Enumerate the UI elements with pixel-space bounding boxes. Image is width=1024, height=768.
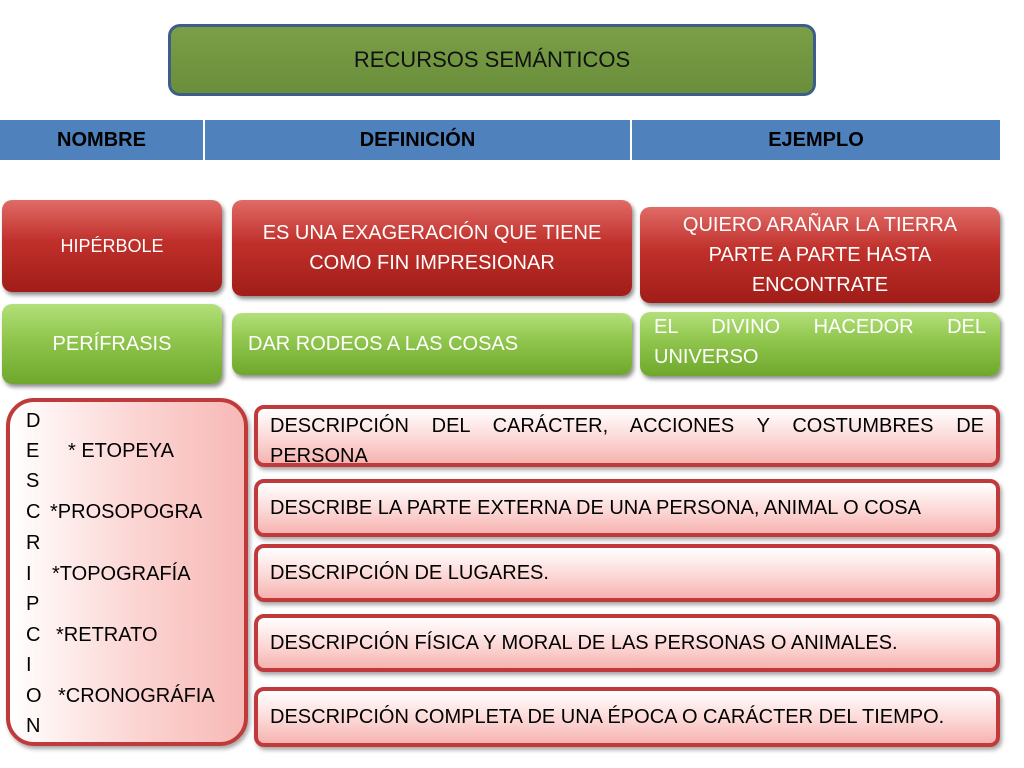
description-prosopografia-box: DESCRIBE LA PARTE EXTERNA DE UNA PERSONA… — [254, 479, 1000, 537]
item-etopeya: * ETOPEYA — [68, 440, 174, 462]
description-prosopografia: DESCRIBE LA PARTE EXTERNA DE UNA PERSONA… — [270, 496, 921, 519]
header-nombre: NOMBRE — [0, 120, 205, 160]
page-title: RECURSOS SEMÁNTICOS — [168, 24, 816, 96]
hiperbole-example: QUIERO ARAÑAR LA TIERRA PARTE A PARTE HA… — [682, 214, 958, 296]
perifrasis-example: EL DIVINO HACEDOR DEL UNIVERSO — [654, 316, 986, 368]
descripcion-letter: C — [26, 624, 41, 646]
descripcion-letter: I — [26, 563, 32, 585]
hiperbole-definition-box: ES UNA EXAGERACIÓN QUE TIENE COMO FIN IM… — [232, 200, 632, 296]
description-etopeya-box: DESCRIPCIÓN DEL CARÁCTER, ACCIONES Y COS… — [254, 405, 1000, 467]
item-prosopografia: *PROSOPOGRA — [50, 501, 203, 523]
descripcion-letter: E — [26, 440, 40, 462]
description-topografia-box: DESCRIPCIÓN DE LUGARES. — [254, 544, 1000, 602]
description-retrato: DESCRIPCIÓN FÍSICA Y MORAL DE LAS PERSON… — [270, 631, 898, 654]
descripcion-letter: D — [26, 410, 41, 432]
description-cronografia-box: DESCRIPCIÓN COMPLETA DE UNA ÉPOCA O CARÁ… — [254, 687, 1000, 747]
description-cronografia: DESCRIPCIÓN COMPLETA DE UNA ÉPOCA O CARÁ… — [270, 705, 945, 728]
perifrasis-name: PERÍFRASIS — [52, 332, 172, 355]
descripcion-letter: P — [26, 593, 40, 615]
hiperbole-example-box: QUIERO ARAÑAR LA TIERRA PARTE A PARTE HA… — [640, 207, 1000, 303]
descripcion-letter: C — [26, 501, 41, 523]
perifrasis-definition-box: DAR RODEOS A LAS COSAS — [232, 313, 632, 375]
descripcion-letter: N — [26, 715, 41, 737]
descripcion-box: D E S C R I P C I O N * ETOPEYA *PROSOPO… — [6, 398, 248, 746]
descripcion-letter: R — [26, 532, 41, 554]
perifrasis-definition: DAR RODEOS A LAS COSAS — [248, 332, 519, 355]
description-etopeya: DESCRIPCIÓN DEL CARÁCTER, ACCIONES Y COS… — [270, 415, 984, 467]
description-retrato-box: DESCRIPCIÓN FÍSICA Y MORAL DE LAS PERSON… — [254, 614, 1000, 672]
hiperbole-definition: ES UNA EXAGERACIÓN QUE TIENE COMO FIN IM… — [262, 222, 602, 274]
item-cronografia: *CRONOGRÁFIA — [58, 685, 215, 707]
item-retrato: *RETRATO — [56, 624, 158, 646]
header-ejemplo: EJEMPLO — [768, 128, 864, 151]
item-topografia: *TOPOGRAFÍA — [52, 563, 191, 585]
hiperbole-name: HIPÉRBOLE — [60, 235, 164, 256]
perifrasis-name-box: PERÍFRASIS — [2, 304, 222, 384]
table-header: NOMBRE DEFINICIÓN EJEMPLO — [0, 120, 1000, 160]
header-definicion: DEFINICIÓN — [205, 120, 632, 160]
descripcion-letter: O — [26, 685, 42, 707]
perifrasis-example-box: EL DIVINO HACEDOR DEL UNIVERSO — [640, 312, 1000, 376]
description-topografia: DESCRIPCIÓN DE LUGARES. — [270, 561, 549, 584]
descripcion-letter: I — [26, 654, 32, 676]
hiperbole-name-box: HIPÉRBOLE — [2, 200, 222, 292]
descripcion-letter: S — [26, 470, 40, 492]
